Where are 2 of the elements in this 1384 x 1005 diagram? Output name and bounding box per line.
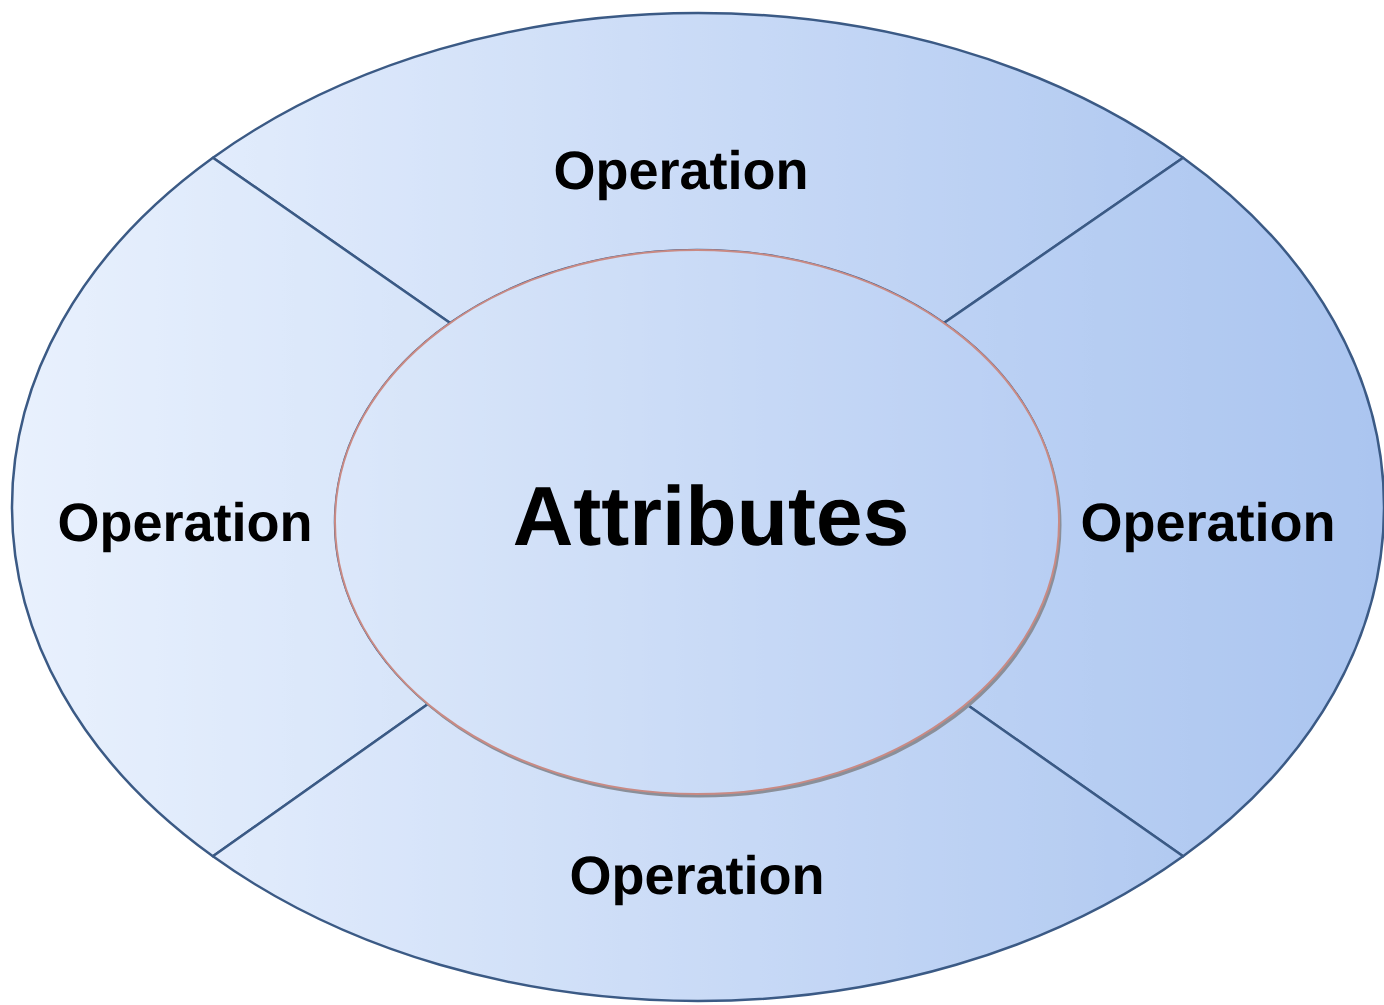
ring-segment: Operation bbox=[211, 11, 1185, 325]
ring-segment: Operation bbox=[10, 156, 452, 858]
